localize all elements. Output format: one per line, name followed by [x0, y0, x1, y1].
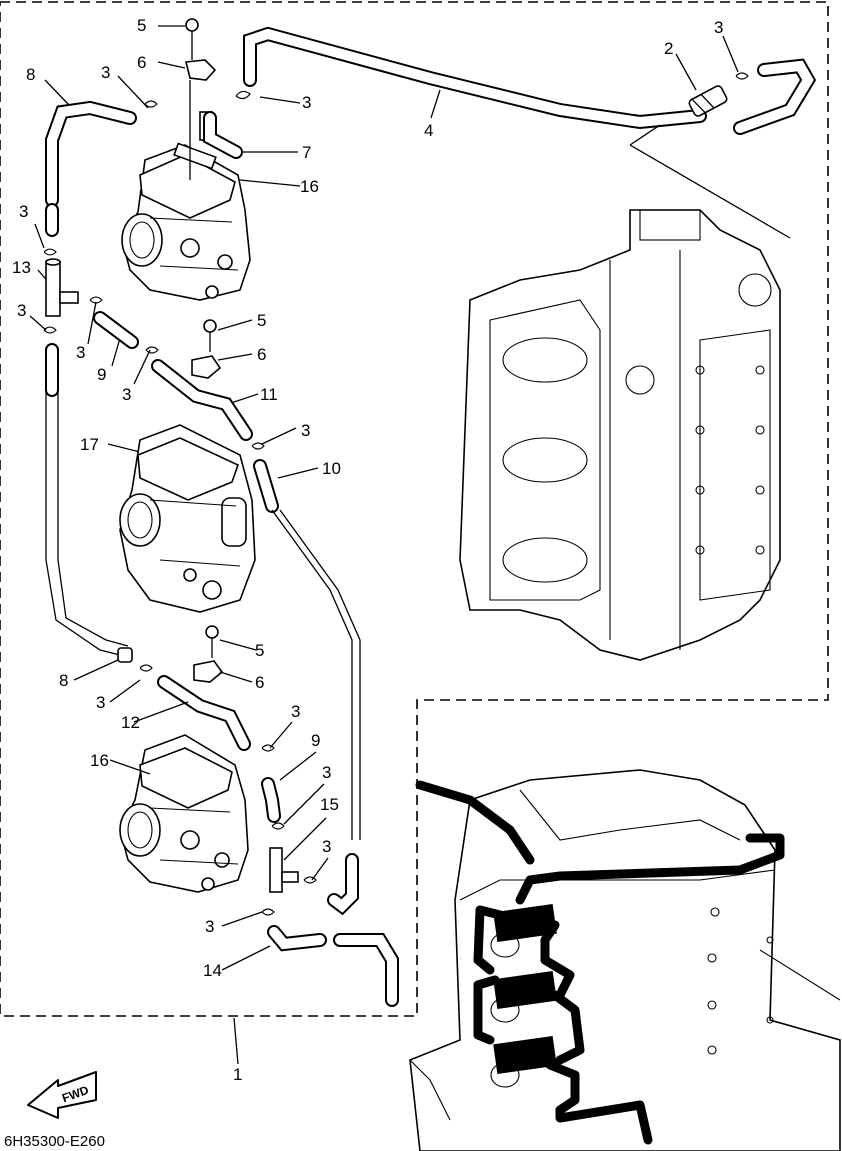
- fwd-arrow-icon: FWD: [27, 1071, 97, 1119]
- callout-8-top: 8: [26, 65, 35, 84]
- fuel-connector-2: [688, 85, 728, 117]
- hose-10-end: [327, 853, 359, 916]
- callout-11: 11: [260, 385, 278, 404]
- callout-5-bot: 5: [255, 641, 264, 660]
- hose-12: [157, 675, 251, 751]
- callout-3-g: 3: [122, 385, 131, 404]
- hose-8-top: [45, 100, 137, 237]
- carburetor-middle: [119, 424, 256, 613]
- callout-10: 10: [322, 459, 341, 478]
- hose-8-long: [45, 390, 133, 663]
- cylinder-block: [459, 209, 781, 661]
- assembly-boundary: [0, 1, 829, 1017]
- callout-13: 13: [12, 258, 31, 277]
- callout-1: 1: [233, 1065, 242, 1084]
- callout-labels: 5 6 3 8 3 7 16 4 2 3 3 13 3 3 9 3 5 6 11…: [12, 16, 723, 1084]
- callout-17: 17: [80, 435, 99, 454]
- callout-16-bot: 16: [90, 751, 109, 770]
- callout-3-h: 3: [301, 421, 310, 440]
- leader-lines: [29, 25, 791, 479]
- hose-clips: [43, 72, 749, 916]
- callout-12: 12: [121, 713, 140, 732]
- callout-3-i: 3: [96, 693, 105, 712]
- callout-3-m: 3: [205, 917, 214, 936]
- callout-6-mid: 6: [257, 345, 266, 364]
- callout-8-bot: 8: [59, 671, 68, 690]
- callout-3-b: 3: [302, 93, 311, 112]
- callout-3-c: 3: [714, 18, 723, 37]
- callout-14: 14: [203, 961, 222, 980]
- carburetor-top: [121, 111, 251, 301]
- screw-bracket-top: [185, 18, 217, 180]
- carburetor-bottom: [119, 734, 249, 893]
- screw-bracket-middle: [191, 319, 222, 379]
- callout-5-top: 5: [137, 16, 146, 35]
- callout-3-k: 3: [322, 763, 331, 782]
- diagram-code: 6H35300-E260: [4, 1133, 105, 1150]
- leader-lines-bottom: [73, 639, 329, 1065]
- hose-9-top: [93, 311, 139, 349]
- tee-joint-15: [269, 847, 299, 893]
- callout-9-top: 9: [97, 365, 106, 384]
- callout-3-j: 3: [291, 702, 300, 721]
- hose-9-bottom: [261, 777, 281, 823]
- screw-bracket-bottom: [193, 625, 224, 683]
- long-hose-4: [243, 26, 817, 135]
- callout-15: 15: [320, 795, 339, 814]
- callout-3-e: 3: [17, 301, 26, 320]
- callout-2: 2: [664, 39, 673, 58]
- callout-3-f: 3: [76, 343, 85, 362]
- callout-9-bot: 9: [311, 731, 320, 750]
- callout-3-a: 3: [101, 63, 110, 82]
- callout-7: 7: [302, 143, 311, 162]
- callout-5-mid: 5: [257, 311, 266, 330]
- hose-7: [203, 111, 243, 159]
- tee-joint-13: [45, 258, 79, 317]
- hose-14: [267, 925, 399, 1007]
- callout-16-top: 16: [300, 177, 319, 196]
- callout-4: 4: [424, 121, 433, 140]
- callout-6-bot: 6: [255, 673, 264, 692]
- callout-6-top: 6: [137, 53, 146, 72]
- hose-10: [253, 459, 361, 840]
- callout-3-d: 3: [19, 202, 28, 221]
- callout-3-l: 3: [322, 837, 331, 856]
- outboard-motor-overview: [409, 769, 841, 1151]
- hose-11: [151, 359, 253, 441]
